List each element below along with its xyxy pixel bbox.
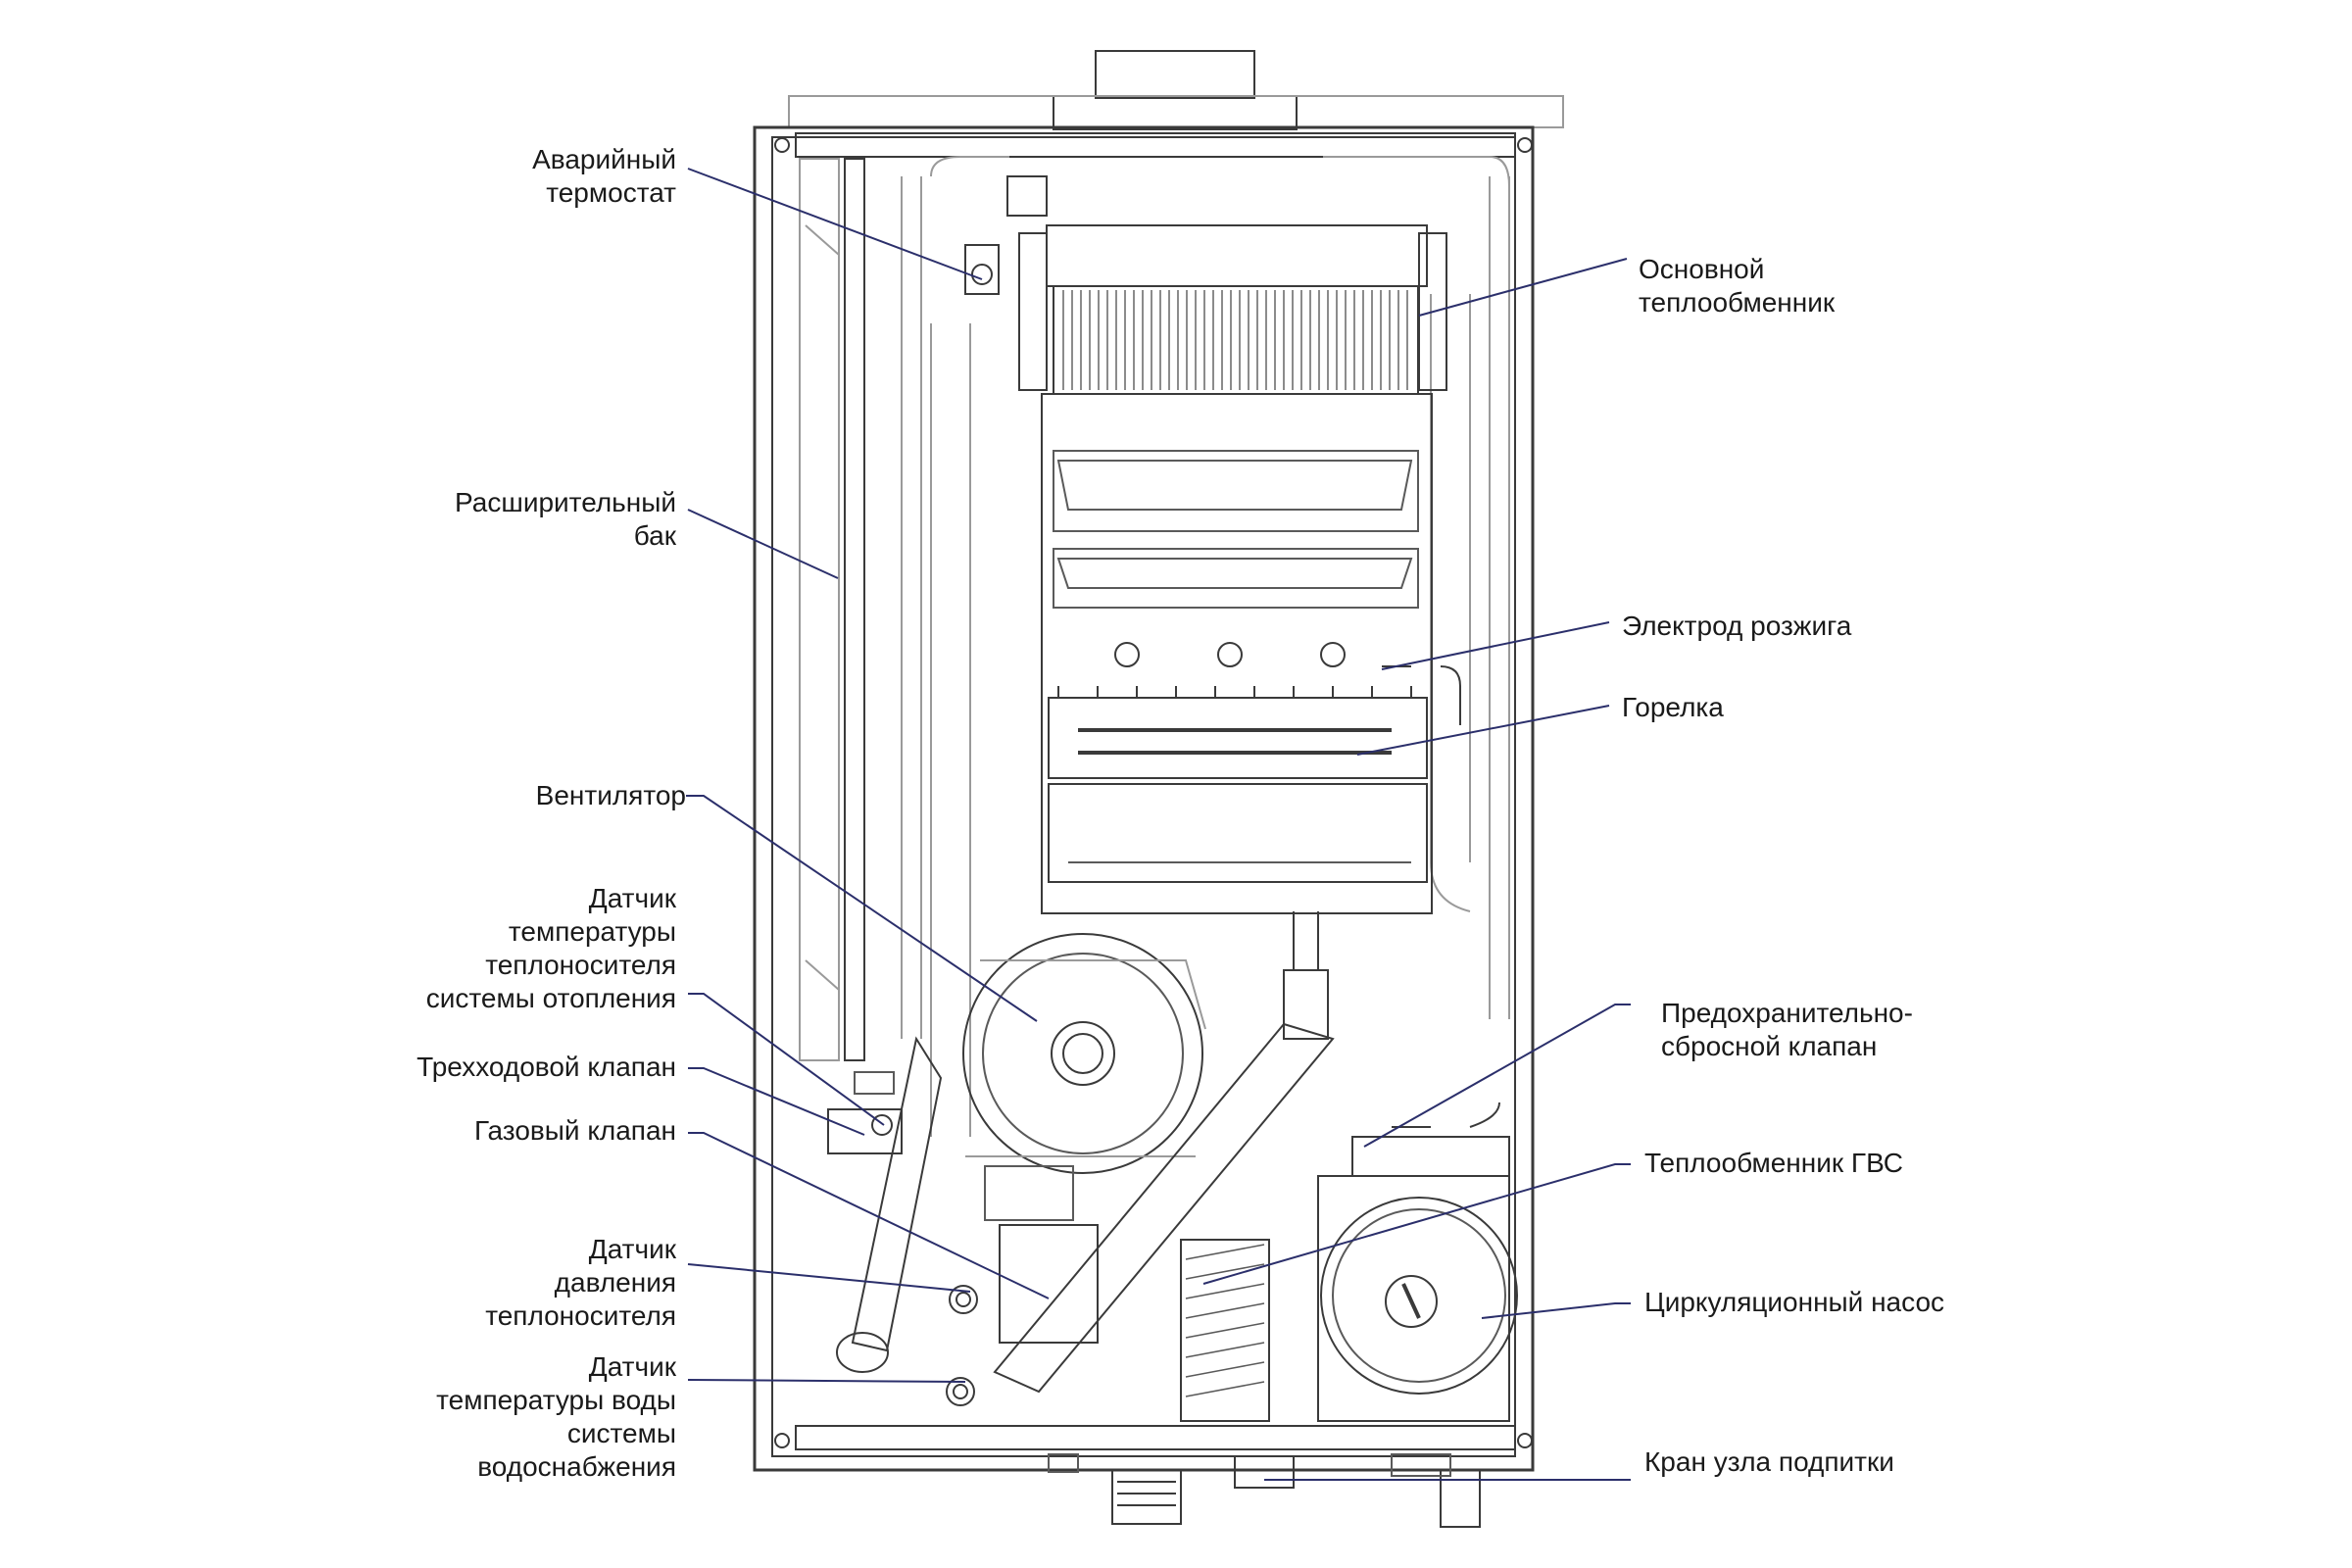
label-line: Предохранительно- [1661,998,1913,1028]
expansion-tank-rod [844,158,865,1061]
leader-gas-valve [688,1132,1050,1299]
label-line: Расширительный [455,487,676,517]
label-line: Аварийный [532,144,676,174]
heating-temp-sensor-shape [871,1114,893,1136]
label-line: Вентилятор [535,780,686,810]
top-rail [795,132,1516,158]
label-line: теплоносителя [485,950,676,980]
left-lower-pipe [851,1036,943,1352]
expansion-tank-shape [799,158,840,1061]
leader-three-way-valve [688,1067,865,1136]
dhw-heat-exchanger-shape [1180,1239,1270,1422]
label-line: термостат [546,177,676,208]
label-line: Трехходовой клапан [416,1052,676,1082]
label-line: Циркуляционный насос [1644,1287,1945,1317]
label-line: Датчик [588,883,676,913]
leader-dhw-temp-sensor [687,1379,966,1383]
pump-housing [1317,1175,1510,1422]
safety-valve-shape [1351,1136,1510,1177]
label-dhw-temp-sensor: Датчик температуры воды системы водоснаб… [436,1350,676,1484]
combustion-chamber [1041,393,1433,914]
leader-dhw-heat-exchanger [1202,1163,1631,1285]
label-line: системы [566,1418,676,1448]
leader-emergency-thermostat [687,168,983,280]
circulation-pump-shape [1320,1197,1518,1395]
screw [774,137,790,153]
heat-exchanger-fins [1062,290,1408,390]
label-line: Датчик [588,1351,676,1382]
right-pipe [1430,294,1471,912]
label-burner: Горелка [1622,691,1724,724]
label-line: системы отопления [425,983,676,1013]
label-line: Электрод розжига [1622,611,1852,641]
leader-pressure-sensor [687,1263,971,1293]
label-line: температуры воды [436,1385,676,1415]
leader-heating-temp-sensor [688,993,885,1126]
label-gas-valve: Газовый клапан [474,1114,676,1148]
fan-housing [962,933,1203,1174]
leader-expansion-tank [687,509,839,579]
label-line: теплоносителя [485,1300,676,1331]
leader-circulation-pump [1481,1302,1631,1319]
label-line: давления [554,1267,676,1298]
screw [1517,1433,1533,1448]
leader-safety-valve [1363,1004,1631,1148]
label-safety-valve: Предохранительно- сбросной клапан [1661,997,1913,1063]
label-heating-temp-sensor: Датчик температуры теплоносителя системы… [426,882,676,1015]
label-line: Датчик [588,1234,676,1264]
dhw-temp-sensor-shape [946,1377,975,1406]
label-line: Основной [1639,254,1765,284]
casing-inner [771,136,1516,1457]
label-line: Газовый клапан [473,1115,676,1146]
three-way-valve-shape [827,1108,903,1154]
leader-main-heat-exchanger [1418,258,1628,317]
label-line: водоснабжения [477,1451,676,1482]
diagonal-duct [993,1022,1335,1394]
label-line: бак [633,520,676,551]
emergency-thermostat-shape [964,244,1000,295]
screw [1517,137,1533,153]
label-pressure-sensor: Датчик давления теплоносителя [485,1233,676,1333]
leader-ignition-electrode [1381,621,1610,670]
label-three-way-valve: Трехходовой клапан [416,1051,676,1084]
boiler-casing [753,125,1535,1472]
heat-exchanger-frame [1046,224,1428,287]
label-line: сбросной клапан [1661,1031,1878,1061]
label-dhw-heat-exchanger: Теплообменник ГВС [1644,1147,1903,1180]
label-circulation-pump: Циркуляционный насос [1644,1286,1944,1319]
gas-valve-shape [999,1224,1099,1344]
label-emergency-thermostat: Аварийный термостат [532,143,676,210]
top-cap [1053,95,1298,130]
left-pipe-2 [901,176,922,1039]
boiler-drawing [753,50,1564,1528]
label-line: Теплообменник ГВС [1644,1148,1904,1178]
leader-lines [686,168,1631,1481]
leader-fan [686,795,1038,1022]
left-pipe [930,323,971,1137]
bottom-rail [795,1425,1516,1450]
ignition-electrode-shape [1382,665,1461,725]
fill-tap-shape [1234,1455,1295,1489]
heat-exchanger-left-bracket [1018,232,1048,391]
label-line: Кран узла подпитки [1644,1446,1894,1477]
screw [774,1433,790,1448]
label-fan: Вентилятор [536,779,686,812]
flue-outlet [1095,50,1255,99]
top-rail-light [788,95,1564,128]
label-main-heat-exchanger: Основной теплообменник [1639,253,1835,319]
bottom-fitting [1111,1469,1182,1525]
label-line: теплообменник [1639,287,1836,318]
burner-shape [1048,697,1428,779]
label-line: температуры [508,916,676,947]
label-line: Горелка [1622,692,1724,722]
pressure-sensor-shape [949,1285,978,1314]
label-ignition-electrode: Электрод розжига [1622,610,1851,643]
leader-burner [1356,705,1610,756]
label-expansion-tank: Расширительный бак [455,486,676,553]
label-fill-tap: Кран узла подпитки [1644,1446,1894,1479]
